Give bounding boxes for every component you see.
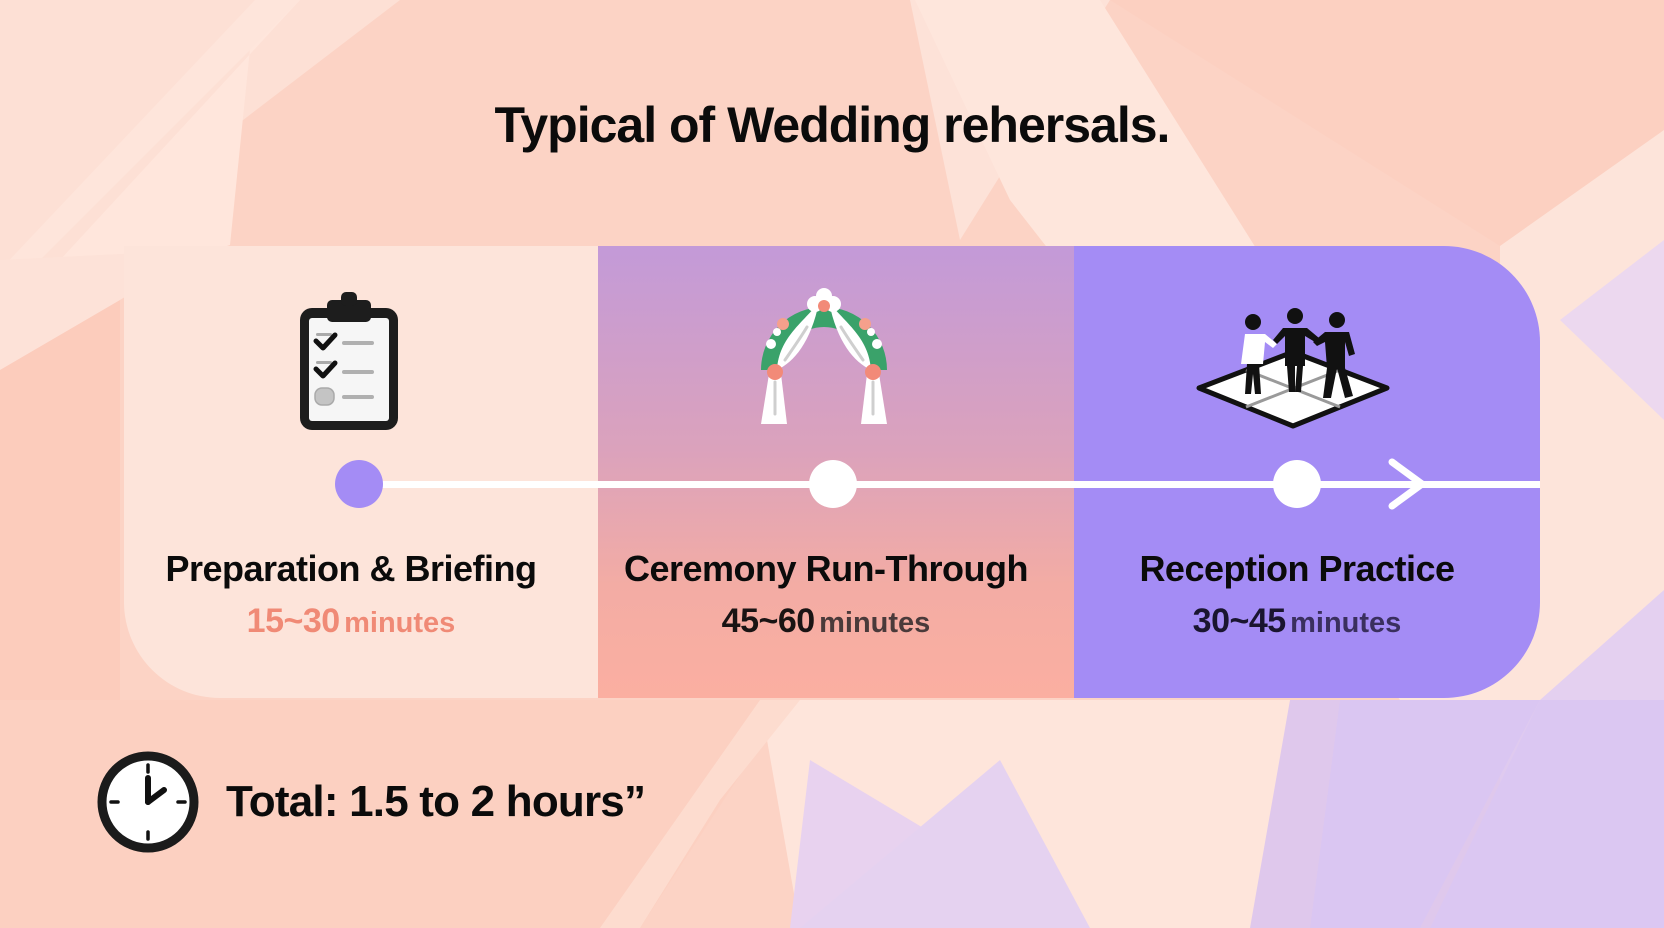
wedding-arch-icon xyxy=(761,288,887,424)
clipboard-checklist-icon xyxy=(300,292,398,430)
step-title: Preparation & Briefing xyxy=(165,548,537,589)
step-title: Reception Practice xyxy=(1139,548,1455,589)
step-preparation: Preparation & Briefing 15~30 minutes xyxy=(124,246,598,698)
step-title: Ceremony Run-Through xyxy=(624,548,1028,589)
duration-range: 15~30 xyxy=(246,602,341,640)
clock-icon xyxy=(97,751,199,853)
total-duration: Total: 1.5 to 2 hours” xyxy=(96,748,646,856)
duration-unit: minutes xyxy=(1290,607,1402,639)
duration-unit: minutes xyxy=(344,607,456,639)
total-text: Total: 1.5 to 2 hours” xyxy=(226,777,646,826)
duration-range: 45~60 xyxy=(721,602,816,640)
timeline-panel: Preparation & Briefing 15~30 minutes xyxy=(124,246,1540,698)
step-duration: 45~60 minutes xyxy=(598,602,1074,641)
step-reception: Reception Practice 30~45 minutes xyxy=(1074,246,1540,698)
page-title: Typical of Wedding rehersals. xyxy=(494,97,1171,153)
step-ceremony: Ceremony Run-Through 45~60 minutes xyxy=(598,246,1074,698)
step-duration: 30~45 minutes xyxy=(1074,602,1540,641)
step-duration: 15~30 minutes xyxy=(124,602,598,641)
duration-range: 30~45 xyxy=(1192,602,1287,640)
dance-floor-people-icon xyxy=(1196,308,1390,429)
duration-unit: minutes xyxy=(819,607,931,639)
